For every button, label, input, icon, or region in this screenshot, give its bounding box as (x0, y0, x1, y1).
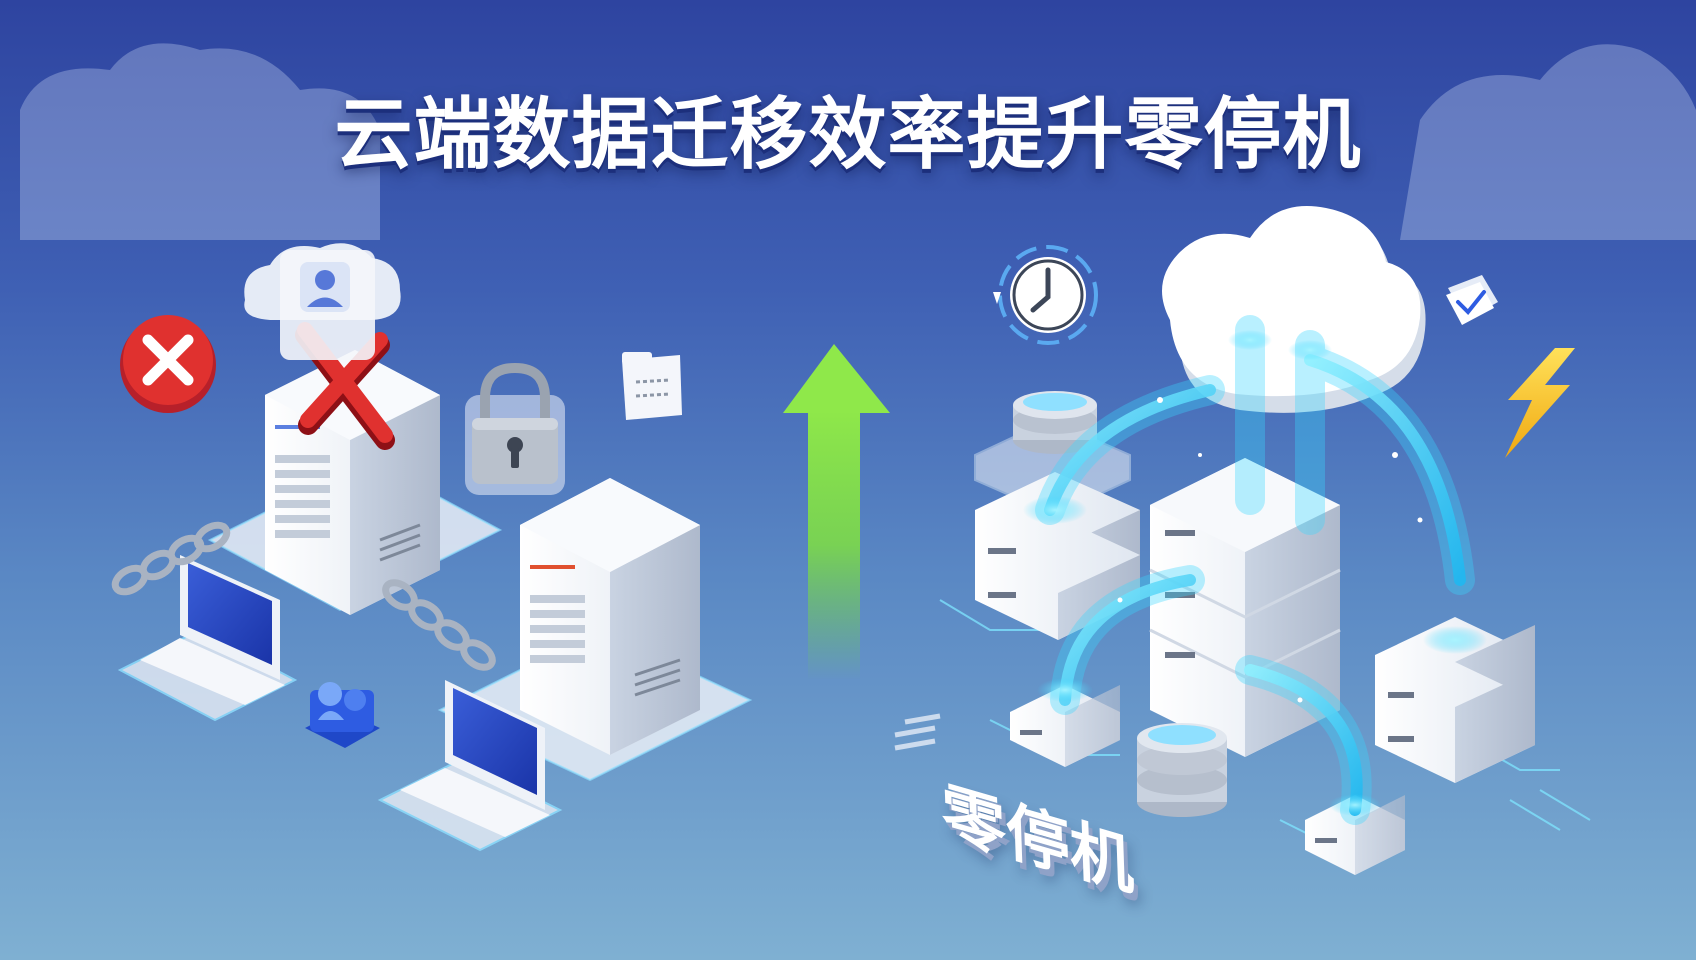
database-icon-bottom (1137, 723, 1227, 817)
clock-icon (993, 245, 1098, 345)
upward-arrow-icon (783, 344, 890, 680)
cloud-icon (1162, 206, 1426, 413)
chain-icon (111, 521, 496, 671)
server-stack-right (1375, 617, 1535, 783)
glow-spots (1023, 330, 1487, 816)
sparkles (1117, 397, 1423, 703)
laptop-left (117, 555, 298, 722)
error-circle-icon (120, 315, 216, 413)
background-clouds (20, 43, 1696, 241)
server-stack-left (974, 418, 1140, 640)
page-title: 云端数据迁移效率提升零停机 (334, 90, 1362, 180)
user-group-icon (305, 682, 380, 748)
check-badge-icon (1446, 275, 1498, 325)
padlock-icon (465, 362, 565, 495)
zero-label-lines (894, 713, 941, 751)
lightning-icon (1505, 348, 1575, 458)
document-icon (622, 352, 682, 420)
database-icon-top (1013, 391, 1097, 454)
laptop-right (377, 680, 563, 852)
server-node-small-left (1010, 685, 1120, 767)
server-tower-right (520, 478, 700, 755)
server-node-small-right (1305, 795, 1405, 875)
data-streams (1035, 315, 1475, 825)
user-cloud-icon (244, 243, 401, 360)
